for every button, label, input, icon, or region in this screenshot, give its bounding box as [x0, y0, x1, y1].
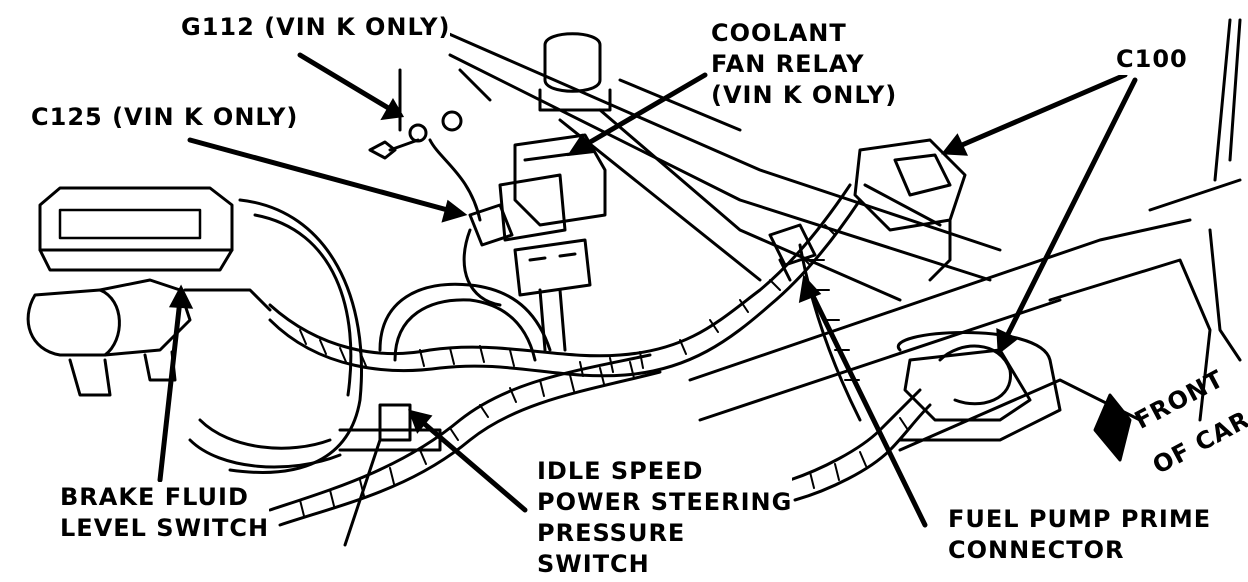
coolant-fan-relay-line-3: (VIN K ONLY) — [711, 81, 898, 109]
c100-upper-leader — [952, 72, 1128, 151]
g112-ground — [368, 68, 492, 222]
pressure-switch-line-3: PRESSURE — [537, 519, 686, 547]
g112-arrowhead — [380, 98, 405, 121]
pressure-switch-arrowhead — [407, 409, 433, 434]
wiring-harness — [268, 183, 932, 527]
g112-label: G112 (VIN K ONLY) — [181, 12, 451, 43]
pressure-switch-line-1: IDLE SPEED — [537, 457, 704, 485]
coolant-fan-relay-leader — [577, 72, 708, 151]
c100-label: C100 — [1116, 44, 1188, 75]
brake-fluid-arrowhead — [168, 284, 194, 309]
pressure-switch-line-4: SWITCH — [537, 550, 650, 578]
coolant-fan-relay-label: COOLANT FAN RELAY (VIN K ONLY) — [711, 18, 898, 111]
c100-upper-arrowhead — [941, 133, 969, 156]
g112-leader — [297, 52, 403, 118]
c125-connector — [462, 203, 514, 307]
master-cylinder — [26, 186, 272, 397]
fuel-pump-arrowhead — [798, 274, 822, 303]
fluid-reservoir — [538, 32, 742, 132]
idle-speed-power-steering-pressure-switch-label: IDLE SPEED POWER STEERING PRESSURE SWITC… — [537, 456, 793, 580]
fuel-pump-prime-connector — [768, 223, 817, 282]
pressure-switch-leader — [417, 417, 528, 513]
c100-upper-connector — [853, 138, 967, 282]
fuel-pump-line-1: FUEL PUMP PRIME — [948, 505, 1212, 533]
brake-fluid-line-1: BRAKE FLUID — [60, 483, 249, 511]
c125-arrowhead — [441, 199, 468, 223]
brake-booster — [188, 198, 363, 474]
leader-lines — [157, 52, 1138, 528]
coolant-fan-relay-arrowhead — [566, 133, 595, 157]
c100-lower-arrowhead — [996, 327, 1019, 355]
c100-lower-leader — [1002, 77, 1138, 343]
brake-fluid-level-switch-label: BRAKE FLUID LEVEL SWITCH — [60, 482, 270, 544]
pressure-switch-line-2: POWER STEERING — [537, 488, 793, 516]
brake-fluid-leader — [157, 297, 183, 483]
fuel-pump-line-2: CONNECTOR — [948, 536, 1125, 564]
c125-leader — [187, 137, 458, 215]
coolant-fan-relay-line-1: COOLANT — [711, 19, 847, 47]
coolant-fan-relay — [498, 133, 607, 297]
coolant-fan-relay-line-2: FAN RELAY — [711, 50, 865, 78]
front-of-car-arrow — [1093, 393, 1132, 462]
c100-lower-connector — [896, 331, 1062, 442]
c125-label: C125 (VIN K ONLY) — [31, 102, 299, 133]
harness-wrap-texture — [299, 224, 909, 517]
fuel-pump-leader — [807, 287, 928, 528]
fuel-pump-prime-connector-label: FUEL PUMP PRIME CONNECTOR — [948, 504, 1212, 566]
brake-fluid-line-2: LEVEL SWITCH — [60, 514, 270, 542]
